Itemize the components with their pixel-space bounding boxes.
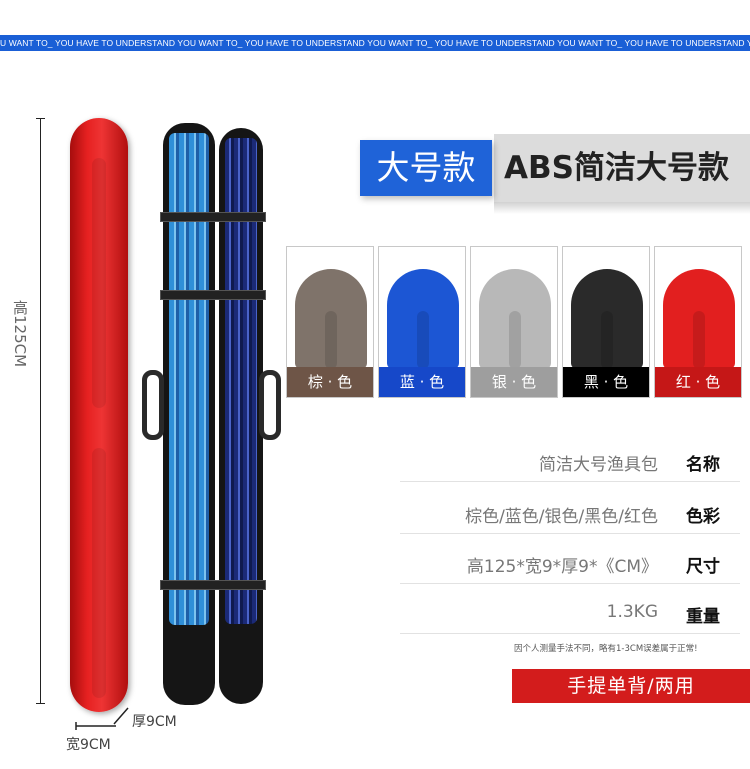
swatch-label: 红 · 色 (655, 367, 741, 397)
navy-rods (225, 138, 257, 624)
spec-key: 名称 (686, 455, 720, 475)
bag-strap (160, 580, 266, 590)
spec-value: 棕色/蓝色/银色/黑色/红色 (465, 507, 658, 527)
swatch-label: 棕 · 色 (287, 367, 373, 397)
open-rod-bag-left (163, 123, 215, 705)
blue-rods (169, 133, 209, 625)
swatch-brown[interactable]: 棕 · 色 (286, 246, 374, 398)
carry-mode-banner: 手提单背/两用 (512, 669, 750, 703)
case-groove (92, 448, 106, 698)
product-title: ABS简洁大号款 (494, 134, 750, 202)
bag-strap (160, 212, 266, 222)
red-rod-case (70, 118, 128, 712)
case-groove (92, 158, 106, 408)
height-dimension-cap-bottom (36, 703, 45, 704)
swatch-cap (571, 269, 643, 369)
spec-row-name: 简洁大号渔具包 名称 (400, 442, 740, 482)
swatch-red[interactable]: 红 · 色 (654, 246, 742, 398)
spec-value: 简洁大号渔具包 (539, 455, 658, 475)
height-dimension-label: 高125CM (11, 300, 29, 368)
swatch-label: 黑 · 色 (563, 367, 649, 397)
spec-key: 色彩 (686, 507, 720, 527)
spec-value: 高125*宽9*厚9*《CM》 (466, 557, 658, 577)
spec-key: 尺寸 (686, 557, 720, 577)
spec-row-weight: 1.3KG 重量 (400, 594, 740, 634)
size-arrows (75, 707, 129, 730)
slogan-banner: U WANT TO_ YOU HAVE TO UNDERSTAND YOU WA… (0, 35, 750, 51)
spec-row-color: 棕色/蓝色/银色/黑色/红色 色彩 (400, 494, 740, 534)
spec-key: 重量 (686, 607, 720, 627)
swatch-label: 蓝 · 色 (379, 367, 465, 397)
height-dimension-line (40, 118, 41, 703)
thickness-label: 厚9CM (132, 714, 177, 730)
measurement-note: 因个人测量手法不同，略有1-3CM误差属于正常! (514, 644, 698, 654)
swatch-label: 银 · 色 (471, 367, 557, 397)
title-shadow (494, 202, 750, 214)
spec-row-size: 高125*宽9*厚9*《CM》 尺寸 (400, 544, 740, 584)
swatch-cap (387, 269, 459, 369)
swatch-black[interactable]: 黑 · 色 (562, 246, 650, 398)
swatch-silver[interactable]: 银 · 色 (470, 246, 558, 398)
swatch-blue[interactable]: 蓝 · 色 (378, 246, 466, 398)
swatch-cap (663, 269, 735, 369)
size-badge: 大号款 (360, 140, 492, 196)
spec-value: 1.3KG (606, 602, 658, 622)
swatch-cap (479, 269, 551, 369)
swatch-cap (295, 269, 367, 369)
width-label: 宽9CM (66, 737, 111, 753)
carry-handle (142, 370, 164, 440)
carry-handle (259, 370, 281, 440)
bag-strap (160, 290, 266, 300)
height-dimension-cap-top (36, 118, 45, 119)
